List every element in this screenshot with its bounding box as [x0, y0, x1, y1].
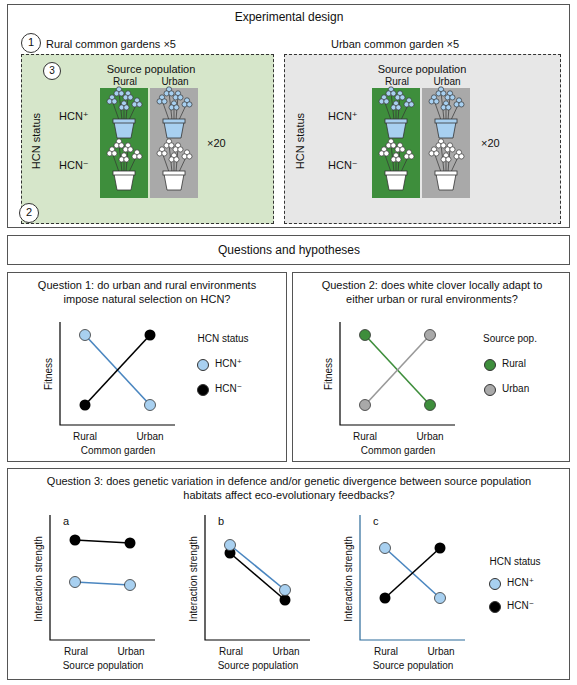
row-label: HCN⁻ — [328, 159, 358, 173]
garden-heading: Rural common gardens ×5 — [46, 38, 176, 52]
axis-title: Source population — [63, 660, 144, 673]
axis-title: Interaction strength — [343, 536, 356, 622]
question-title: Question 2: does white clover locally ad… — [307, 279, 557, 307]
garden-box: Rural common gardens ×5Source population… — [21, 54, 274, 224]
column-label: Rural — [385, 76, 409, 89]
callout-circle: 3 — [43, 62, 61, 80]
axis-title: Common garden — [81, 445, 155, 458]
legend-label: Rural — [502, 358, 526, 371]
column-label: Urban — [433, 76, 460, 89]
legend-label: HCN⁺ — [507, 577, 534, 590]
tick-label: Urban — [117, 646, 144, 659]
legend-label: HCN⁺ — [215, 358, 242, 371]
replicate-count: ×20 — [481, 137, 500, 151]
column-group-title: Source population — [378, 63, 467, 77]
legend-title: HCN status — [197, 333, 248, 346]
section-title: Questions and hypotheses — [218, 243, 360, 258]
question-title: Question 3: does genetic variation in de… — [39, 475, 539, 503]
column-label: Rural — [113, 76, 137, 89]
row-group-title: HCN status — [294, 113, 308, 169]
axis-title: Source population — [218, 660, 299, 673]
callout-number: 3 — [44, 63, 60, 79]
tick-label: Rural — [219, 646, 243, 659]
axis-title: Common garden — [361, 445, 435, 458]
section-box: Experimental design1Rural common gardens… — [7, 4, 570, 228]
legend-swatch — [489, 601, 501, 613]
column-group-title: Source population — [107, 63, 196, 77]
garden-box: Urban common garden ×5Source populationR… — [284, 54, 561, 224]
row-label: HCN⁺ — [59, 110, 89, 124]
tick-label: Rural — [374, 646, 398, 659]
callout-number: 1 — [22, 34, 40, 52]
tick-label: Rural — [73, 431, 97, 444]
callout-circle: 2 — [19, 203, 39, 223]
axis-title: Fitness — [43, 358, 56, 390]
question-box: Question 1: do urban and rural environme… — [7, 272, 287, 462]
legend-title: HCN status — [489, 556, 540, 569]
tick-label: Rural — [353, 431, 377, 444]
row-label: HCN⁺ — [328, 110, 358, 124]
row-group-title: HCN status — [30, 113, 44, 169]
legend-label: Urban — [502, 383, 529, 396]
tick-label: Urban — [427, 646, 454, 659]
legend-label: HCN⁻ — [215, 383, 242, 396]
legend-label: HCN⁻ — [507, 600, 534, 613]
section-title: Experimental design — [235, 10, 344, 25]
question-box: Question 3: does genetic variation in de… — [7, 468, 570, 680]
tick-label: Rural — [64, 646, 88, 659]
legend-swatch — [489, 578, 501, 590]
axis-title: Source population — [373, 660, 454, 673]
tick-label: Urban — [416, 431, 443, 444]
tick-label: Urban — [272, 646, 299, 659]
panel-letter: a — [63, 515, 69, 529]
legend-swatch — [197, 359, 209, 371]
axis-title: Fitness — [323, 358, 336, 390]
question-title: Question 1: do urban and rural environme… — [22, 279, 272, 307]
replicate-count: ×20 — [207, 137, 226, 151]
legend-swatch — [197, 384, 209, 396]
section-box: Questions and hypotheses — [7, 235, 570, 265]
callout-number: 2 — [20, 204, 38, 222]
axis-title: Interaction strength — [33, 536, 46, 622]
axis-title: Interaction strength — [188, 536, 201, 622]
callout-circle: 1 — [21, 33, 41, 53]
column-label: Urban — [161, 76, 188, 89]
garden-heading: Urban common garden ×5 — [331, 38, 459, 52]
question-box: Question 2: does white clover locally ad… — [292, 272, 570, 462]
row-label: HCN⁻ — [59, 159, 89, 173]
legend-title: Source pop. — [483, 333, 537, 346]
panel-letter: b — [218, 515, 224, 529]
panel-letter: c — [373, 515, 379, 529]
legend-swatch — [484, 384, 496, 396]
legend-swatch — [484, 359, 496, 371]
tick-label: Urban — [136, 431, 163, 444]
